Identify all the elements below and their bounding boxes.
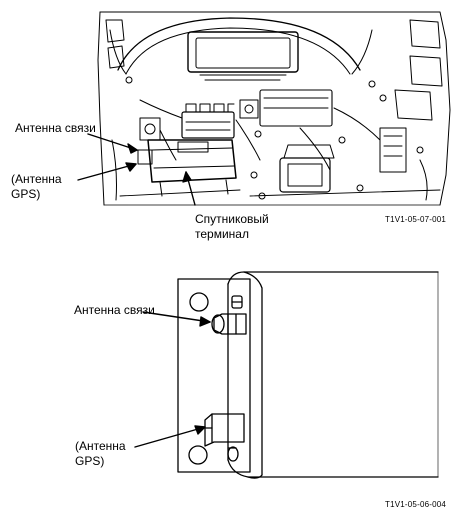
bottom-figure-code: T1V1-05-06-004	[385, 500, 447, 509]
bottom-leader-lines	[134, 311, 211, 448]
top-comm-antenna-label: Антенна связи	[15, 121, 96, 135]
bottom-gps-antenna-label: (Антенна GPS)	[75, 439, 126, 468]
top-leader-lines	[77, 133, 196, 206]
satellite-terminal-label: Спутниковый терминал	[195, 212, 269, 241]
bottom-illustration	[177, 271, 439, 479]
bottom-comm-antenna-label: Антенна связи	[74, 303, 155, 317]
top-gps-antenna-label: (Антенна GPS)	[11, 172, 62, 201]
top-illustration	[97, 11, 451, 206]
top-figure-code: T1V1-05-07-001	[385, 215, 447, 224]
